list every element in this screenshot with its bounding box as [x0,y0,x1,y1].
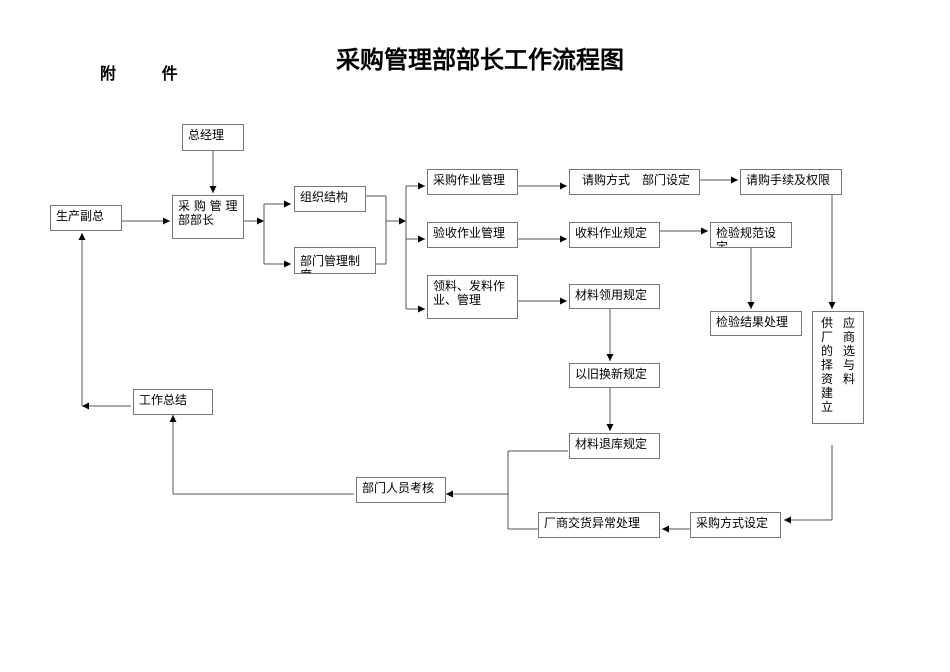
node-work-summary: 工作总结 [133,389,213,415]
node-receiving-rules: 收料作业规定 [569,222,660,248]
node-inspection-result: 检验结果处理 [710,311,802,336]
node-purchase-ops: 采购作业管理 [427,169,518,195]
node-staff-evaluation: 部门人员考核 [356,477,446,503]
supplier-col-left: 供 厂 的 择 资 建立 [821,316,834,414]
node-general-manager: 总经理 [182,124,244,151]
node-purchase-method: 采购方式设定 [690,512,781,538]
node-delivery-exception: 厂商交货异常处理 [538,512,660,538]
attachment-label: 附 件 [100,64,198,83]
node-requisition-method: 请购方式 部门设定 [569,169,700,195]
node-requisition-authority: 请购手续及权限 [740,169,842,195]
page-title: 采购管理部部长工作流程图 [336,45,624,74]
node-dept-rules: 部门管理制度 [294,247,376,274]
node-material-return: 材料退库规定 [569,433,660,459]
node-purchasing-director: 采 购 管 理 部部长 [172,195,244,239]
node-inspection-ops: 验收作业管理 [427,222,518,248]
supplier-col-right: 应 商 选 与 料 [843,316,856,386]
node-material-issue: 领料、发料作业、管理 [427,275,518,319]
node-inspection-standard: 检验规范设定 [710,222,792,248]
node-supplier-selection: 供 厂 的 择 资 建立 应 商 选 与 料 [812,311,864,424]
node-material-usage: 材料领用规定 [569,284,660,309]
node-trade-in: 以旧换新规定 [569,363,660,388]
node-org-structure: 组织结构 [294,186,366,212]
node-production-vp: 生产副总 [50,205,122,231]
